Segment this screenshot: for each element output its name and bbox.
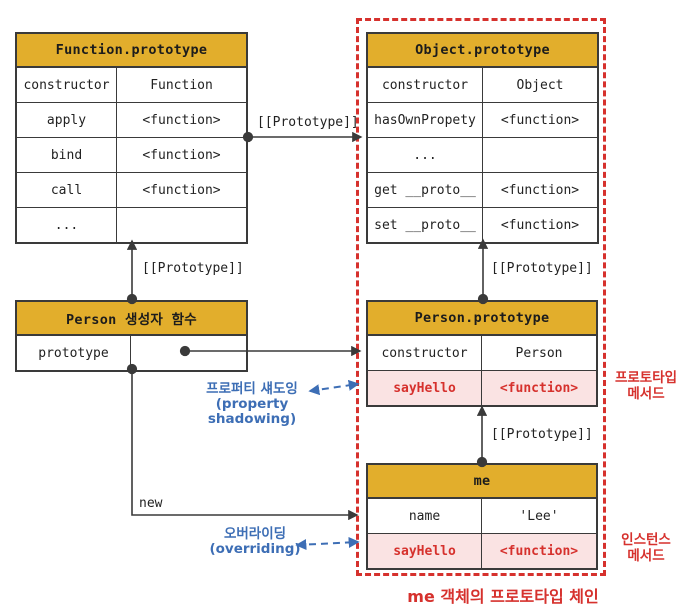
cell-value: <function> [499, 380, 579, 396]
table-row: sayHello <function> [368, 371, 596, 405]
cell-value: Object [516, 77, 564, 93]
instance-method-line1: 인스턴스 [621, 532, 671, 548]
prototype-method-line1: 프로토타입 [614, 370, 678, 386]
cell-value: Person [515, 345, 563, 361]
overriding-ko: 오버라이딩 [223, 526, 287, 542]
prototype-link-label: [[Prototype]] [257, 115, 359, 130]
cell-value: <function> [500, 112, 580, 128]
cell-key: set __proto__ [368, 208, 483, 242]
cell-key: prototype [17, 336, 131, 370]
cell-key: call [17, 173, 117, 207]
table-row: apply <function> [17, 103, 246, 138]
table-row: set __proto__ <function> [368, 208, 597, 242]
prototype-chain-dashed-box [356, 18, 606, 576]
cell-key: constructor [17, 68, 117, 102]
prototype-method-note: 프로토타입 메서드 [606, 370, 686, 402]
cell-key: name [368, 499, 482, 533]
prototype-link-label: [[Prototype]] [491, 261, 593, 276]
cell-value: <function> [142, 182, 221, 198]
overriding-en: (overriding) [209, 541, 301, 557]
table-row: constructor Function [17, 68, 246, 103]
person-prototype-table: Person.prototype constructor Person sayHel… [366, 300, 598, 407]
object-prototype-table: Object.prototype constructor Object hasOwn… [366, 32, 599, 244]
prototype-method-line2: 메서드 [627, 385, 665, 402]
cell-key: ... [17, 208, 117, 242]
table-row: name 'Lee' [368, 499, 596, 534]
table-title: Person 생성자 함수 [17, 302, 246, 336]
property-shadowing-ko: 프로퍼티 섀도잉 [206, 381, 298, 397]
cell-value: <function> [500, 217, 580, 233]
table-title: Object.prototype [368, 34, 597, 68]
cell-key: sayHello [368, 534, 482, 568]
cell-value: <function> [500, 182, 580, 198]
cell-key: apply [17, 103, 117, 137]
cell-key: bind [17, 138, 117, 172]
new-keyword-label: new [139, 496, 163, 511]
cell-value: 'Lee' [519, 508, 559, 524]
table-rows: prototype [17, 336, 246, 370]
cell-key: sayHello [368, 371, 482, 405]
table-row: constructor Object [368, 68, 597, 103]
table-row: ... [17, 208, 246, 242]
table-row: sayHello <function> [368, 534, 596, 568]
cell-key: get __proto__ [368, 173, 483, 207]
cell-value: <function> [142, 112, 221, 128]
function-prototype-table: Function.prototype constructor Function ap… [15, 32, 248, 244]
table-rows: name 'Lee' sayHello <function> [368, 499, 596, 568]
cell-value [483, 138, 597, 172]
table-row: bind <function> [17, 138, 246, 173]
table-title: me [368, 465, 596, 499]
chain-caption: me 객체의 프로토타입 체인 [407, 587, 599, 606]
table-rows: constructor Object hasOwnPropety <function>… [368, 68, 597, 242]
table-row: constructor Person [368, 336, 596, 371]
property-shadowing-note: 프로퍼티 섀도잉 (property shadowing) [172, 382, 332, 427]
cell-value [117, 208, 246, 242]
cell-key: hasOwnPropety [368, 103, 483, 137]
table-title: Person.prototype [368, 302, 596, 336]
table-rows: constructor Function apply <function> bind <f… [17, 68, 246, 242]
cell-value: <function> [499, 543, 579, 559]
table-row: prototype [17, 336, 246, 370]
overriding-note: 오버라이딩 (overriding) [175, 527, 335, 557]
table-row: hasOwnPropety <function> [368, 103, 597, 138]
table-rows: constructor Person sayHello <function> [368, 336, 596, 405]
cell-value: Function [150, 77, 213, 93]
me-object-table: me name 'Lee' sayHello <function> [366, 463, 598, 570]
table-title: Function.prototype [17, 34, 246, 68]
cell-value [131, 336, 246, 370]
instance-method-note: 인스턴스 메서드 [606, 532, 686, 564]
person-constructor-table: Person 생성자 함수 prototype [15, 300, 248, 372]
table-row: ... [368, 138, 597, 173]
property-shadowing-en: (property shadowing) [207, 396, 297, 427]
cell-value: <function> [142, 147, 221, 163]
prototype-link-label: [[Prototype]] [491, 427, 593, 442]
cell-key: constructor [368, 68, 483, 102]
cell-key: constructor [368, 336, 482, 370]
table-row: call <function> [17, 173, 246, 208]
prototype-link-label: [[Prototype]] [142, 261, 244, 276]
table-row: get __proto__ <function> [368, 173, 597, 208]
instance-method-line2: 메서드 [627, 547, 665, 564]
cell-key: ... [368, 138, 483, 172]
